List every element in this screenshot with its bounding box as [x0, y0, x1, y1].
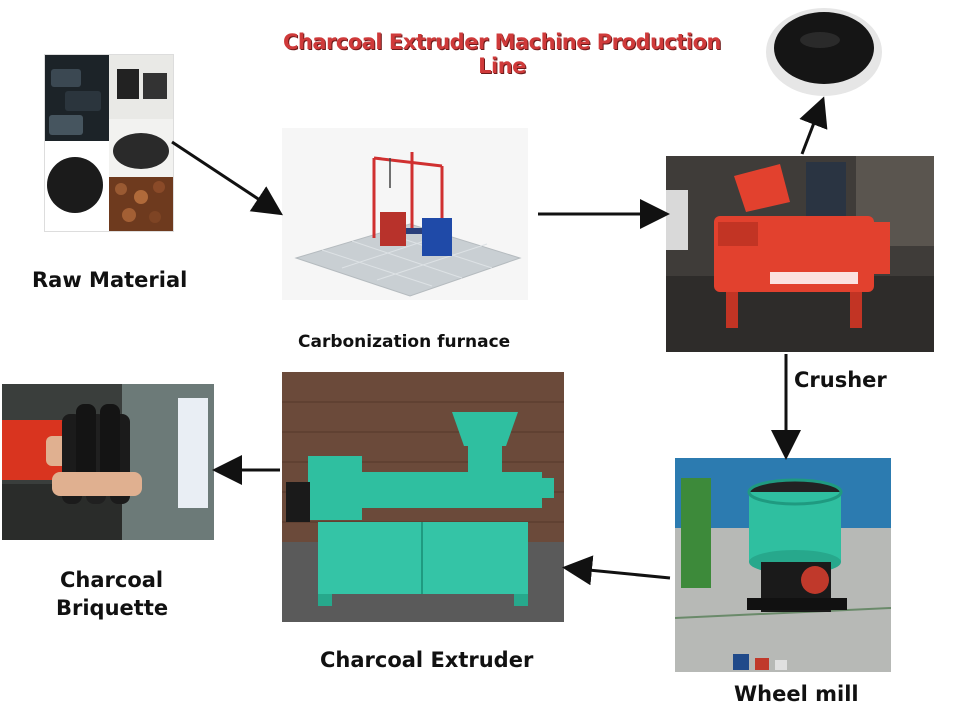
crusher-label: Crusher [794, 368, 887, 392]
arrow-crusher-to-powder [799, 96, 828, 155]
arrow-wheelmill-to-extruder [562, 555, 671, 586]
arrow-raw-to-furnace [171, 140, 284, 216]
briquette-label-line1: Charcoal [60, 568, 164, 592]
carbonization-furnace-label: Carbonization furnace [298, 332, 511, 352]
crusher-image [666, 156, 934, 352]
charcoal-extruder-label: Charcoal Extruder [320, 648, 534, 672]
raw-material-label: Raw Material [32, 268, 188, 292]
charcoal-briquette-image [2, 384, 214, 540]
charcoal-powder-image [760, 0, 888, 98]
carbonization-furnace-image [282, 128, 528, 300]
diagram-title: Charcoal Extruder Machine Production Lin… [282, 30, 722, 78]
wheel-mill-label: Wheel mill [734, 682, 859, 706]
briquette-label-line2: Briquette [56, 596, 169, 620]
wheel-mill-image [675, 458, 891, 672]
raw-material-image [44, 54, 174, 232]
charcoal-extruder-image [282, 372, 564, 622]
